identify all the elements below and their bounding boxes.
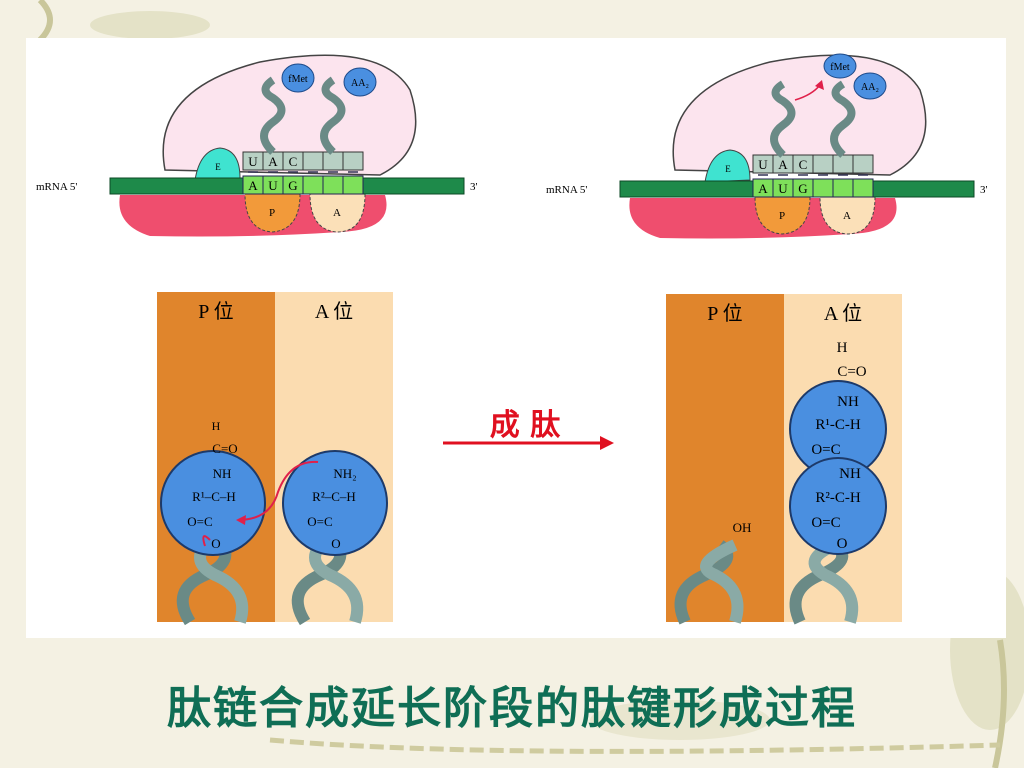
site-p-label: P <box>779 210 785 222</box>
codon-1: A <box>248 178 258 193</box>
a-chem-nh2: NH₂ <box>333 466 356 481</box>
anticodon-1: U <box>248 154 258 169</box>
site-e-label: E <box>215 162 221 172</box>
aa2-bubble-left <box>343 67 377 97</box>
a-site-left-shape <box>309 193 366 233</box>
codon-2: U <box>268 178 278 193</box>
anticodon-2: A <box>268 154 278 169</box>
p-site-left-shape <box>244 193 301 233</box>
trna1-label: fMet <box>288 74 308 85</box>
p-chem-nh: NH <box>213 466 232 481</box>
a-chem-o: O <box>837 536 848 552</box>
a-site-right-shape <box>819 196 876 235</box>
attack-arrow <box>237 460 319 521</box>
codon-3: G <box>288 178 297 193</box>
p-site-title: P 位 <box>707 302 742 325</box>
a-chem-oc1: O=C <box>811 442 840 458</box>
site-a-label: A <box>333 207 341 219</box>
mrna-label-right: mRNA 5' <box>546 184 587 196</box>
slide-title: 肽链合成延长阶段的肽键形成过程 <box>167 683 857 734</box>
anticodon-3: C <box>289 154 298 169</box>
a-chem-o: O <box>331 536 340 551</box>
anticodon-3: C <box>799 157 808 172</box>
trna2-label: AA₂ <box>861 82 879 93</box>
a-chem-h: H <box>837 340 848 356</box>
codon-box <box>812 178 874 198</box>
trna-right-2 <box>830 80 856 158</box>
mrna-end-right: 3' <box>980 184 988 196</box>
a-chem-r2: R²–C–H <box>312 489 356 504</box>
e-site-right <box>704 149 751 183</box>
p-site-column-right <box>666 294 784 622</box>
a-chem-oc2: O=C <box>811 515 840 531</box>
trna1-label: fMet <box>830 62 850 73</box>
a-chem-oc: O=C <box>307 514 332 529</box>
a-chem-r2: R²-C-H <box>815 490 860 506</box>
reaction-label: 成 肽 <box>489 408 561 443</box>
trna-right-1 <box>770 80 796 158</box>
aa2-bubble-right <box>853 72 887 100</box>
codon-box <box>302 175 364 195</box>
fmet-bubble-right <box>823 53 857 79</box>
p-chem-r1: R¹–C–H <box>192 489 236 504</box>
p-chem-co: C=O <box>212 441 237 456</box>
p-chem-h: H <box>212 419 221 433</box>
codon-2: U <box>778 181 788 196</box>
anticodon-box <box>302 151 364 171</box>
trna-left-1 <box>260 76 286 155</box>
p-chem-o: O <box>211 536 220 551</box>
p-chem-oh: OH <box>733 520 752 535</box>
site-panel-right: P 位 A 位 OH H C=O NH R¹-C-H O=C NH R²-C-H… <box>666 294 902 625</box>
trna2-label: AA₂ <box>351 78 369 89</box>
p-chem-oc: O=C <box>187 514 212 529</box>
a-chem-nh1: NH <box>837 394 859 410</box>
p-site-right-shape <box>754 196 811 235</box>
site-a-label: A <box>843 210 851 222</box>
amino-acid-2-right <box>789 457 887 555</box>
mrna-end-left: 3' <box>470 181 478 193</box>
ribosome-left: fMet AA₂ U A C A U G E P A mRNA 5' 3' <box>36 54 478 237</box>
ribosome-right: fMet AA₂ U A C A U G E P A mRNA 5' 3' <box>546 53 988 239</box>
anticodon-box <box>812 154 874 174</box>
codon-3: G <box>798 181 807 196</box>
site-e-label: E <box>725 164 731 174</box>
e-site-left <box>194 147 241 181</box>
a-chem-r1: R¹-C-H <box>815 417 860 433</box>
codon-1: A <box>758 181 768 196</box>
anticodon-2: A <box>778 157 788 172</box>
trna-left-2 <box>320 76 346 155</box>
a-chem-co: C=O <box>837 364 866 380</box>
amino-acid-p-left <box>160 450 266 556</box>
fmet-bubble-left <box>281 63 315 93</box>
anticodon-1: U <box>758 157 768 172</box>
p-site-title: P 位 <box>198 300 233 323</box>
amino-acid-a-left <box>282 450 388 556</box>
site-panel-left: P 位 A 位 H C=O NH R¹–C–H O=C O NH₂ R²–C–H… <box>157 292 393 626</box>
a-chem-nh2: NH <box>839 466 861 482</box>
mrna-label-left: mRNA 5' <box>36 181 77 193</box>
site-p-label: P <box>269 207 275 219</box>
a-site-title: A 位 <box>315 300 353 323</box>
a-site-title: A 位 <box>824 302 862 325</box>
